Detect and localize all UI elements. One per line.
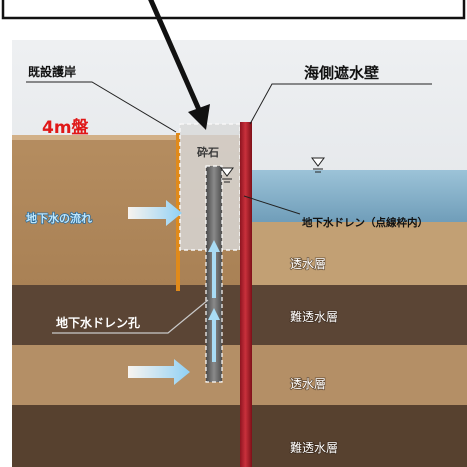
pipe-upward-arrow-lower (208, 308, 220, 362)
seaside-wall-label: 海側遮水壁 (304, 64, 379, 82)
land-surface-highlight (12, 135, 180, 140)
top-frame (1, 0, 466, 20)
leader-line-seaside-wall (249, 83, 432, 125)
layer-label-permeable-lower: 透水層 (290, 377, 326, 391)
impermeable-layer-lower (12, 405, 467, 467)
drain-hole-label: 地下水ドレン孔 (56, 315, 140, 330)
water-level-icon-sea (311, 157, 325, 173)
water-level-icon-drain (220, 167, 234, 183)
layer-label-permeable-upper: 透水層 (290, 257, 326, 271)
groundwater-flow-arrow-lower (128, 359, 190, 385)
layer-label-impermeable-lower: 難透水層 (290, 440, 338, 455)
leader-line-drain-hole (52, 299, 209, 334)
drain-label: 地下水ドレン（点線枠内） (302, 216, 428, 229)
leader-line-drain (243, 195, 301, 215)
sea (250, 170, 467, 224)
permeable-layer-upper-seaside (248, 222, 467, 285)
permeable-layer-lower (12, 345, 467, 405)
leader-line-revetment (26, 81, 177, 133)
seaside-impermeable-wall (240, 122, 252, 467)
groundwater-flow-label: 地下水の流れ (26, 211, 92, 225)
groundwater-flow-arrow-upper (128, 200, 182, 226)
gravel-label: 砕石 (197, 145, 219, 159)
layer-label-impermeable-upper: 難透水層 (290, 309, 338, 324)
pointer-arrow (148, 0, 210, 130)
pipe-upward-arrow-upper (208, 240, 220, 298)
existing-revetment-label: 既設護岸 (28, 64, 76, 79)
platform-label: 4m盤 (42, 117, 90, 138)
impermeable-layer-upper (12, 285, 467, 345)
